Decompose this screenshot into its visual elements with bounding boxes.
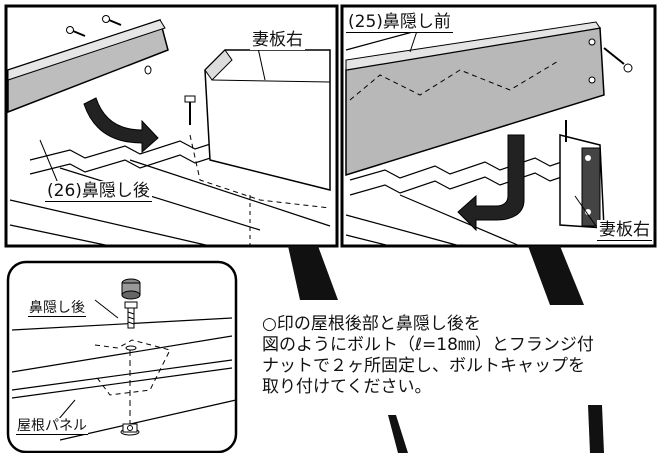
roof-panel-corrugation [345,29,586,247]
leader-line [57,399,76,421]
bolt-icon [124,301,138,329]
label-rear-nose-26: (26)鼻隠し後 [45,181,152,202]
instruction-line: 図のようにボルト（ℓ=18㎜）とフランジ付 [262,335,594,355]
instruction-line: ○印の屋根後部と鼻隠し後を [262,314,481,334]
leader-line [94,299,119,319]
flange-nut-icon [120,423,140,436]
gable-board-right [559,134,605,229]
label-gable-right: 妻板右 [597,220,652,241]
direction-arrow [83,97,159,154]
label-rear-nose: 鼻隠し後 [28,300,86,317]
leader-line [257,47,266,81]
direction-arrow [457,134,525,232]
screw-icon [66,15,122,37]
front-nose-beam [345,21,605,177]
instruction-line: ナットで２ヶ所固定し、ボルトキャップを [262,356,585,376]
label-front-nose-25: (25)鼻隠し前 [346,12,453,33]
screw-icon [603,47,633,73]
gable-board-right [204,49,331,191]
label-gable-right: 妻板右 [250,30,305,50]
rear-nose-beam [7,19,169,114]
label-roof-panel: 屋根パネル [16,418,88,435]
leader-line [39,139,61,189]
instruction-line: 取り付けてください。 [262,377,432,397]
bolt-icon [184,95,196,125]
bolt-cap-icon [121,278,141,300]
instruction-text: ○印の屋根後部と鼻隠し後を 図のようにボルト（ℓ=18㎜）とフランジ付 ナットで… [262,314,654,398]
leader-line [574,195,597,227]
connector-stripes [288,246,604,453]
top-right-panel [340,4,657,248]
